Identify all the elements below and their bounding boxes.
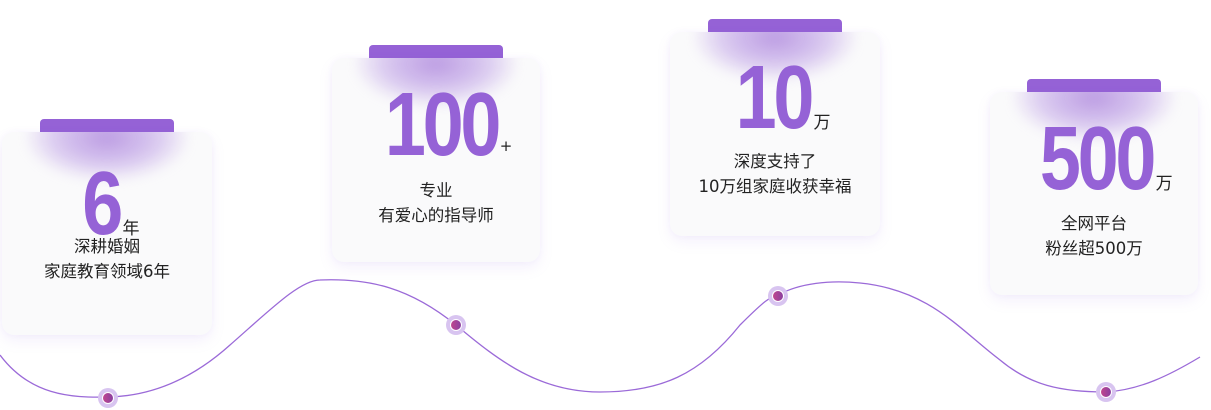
stat-unit: 年 (122, 219, 140, 239)
timeline-marker-2 (446, 315, 466, 335)
stat-description: 深耕婚姻 家庭教育领域6年 (2, 234, 212, 284)
card-tab (708, 19, 842, 34)
card-body: 100 + 专业 有爱心的指导师 (332, 58, 540, 262)
stat-value: 10 (736, 48, 815, 148)
stat-unit: 万 (1155, 174, 1173, 194)
stat-description-line: 全网平台 (1061, 214, 1127, 233)
card-body: 10 万 深度支持了 10万组家庭收获幸福 (670, 32, 880, 236)
card-body: 500 万 全网平台 粉丝超500万 (990, 92, 1198, 295)
card-tab (40, 119, 174, 134)
stat-value: 500 (1040, 109, 1157, 209)
stat-description: 全网平台 粉丝超500万 (990, 211, 1198, 261)
stat-description-line: 深耕婚姻 (74, 237, 140, 256)
stat-description-line: 粉丝超500万 (1045, 239, 1143, 258)
stat-value: 100 (384, 75, 501, 175)
stat-description: 专业 有爱心的指导师 (332, 178, 540, 228)
card-body: 6 年 深耕婚姻 家庭教育领域6年 (2, 132, 212, 335)
stat-unit: + (499, 137, 513, 155)
stat-description-line: 家庭教育领域6年 (44, 262, 170, 281)
timeline-marker-1 (98, 388, 118, 408)
stat-description-line: 专业 (419, 181, 453, 200)
timeline-marker-4 (1096, 382, 1116, 402)
stat-description-line: 深度支持了 (733, 152, 817, 171)
stat-unit: 万 (813, 113, 831, 133)
stat-description-line: 有爱心的指导师 (378, 206, 494, 225)
card-tab (1027, 79, 1161, 94)
timeline-marker-3 (768, 286, 788, 306)
stat-description-line: 10万组家庭收获幸福 (698, 177, 852, 196)
stat-description: 深度支持了 10万组家庭收获幸福 (670, 149, 880, 199)
card-tab (369, 45, 503, 60)
timeline-curve (0, 279, 1201, 398)
stat-value: 6 (82, 154, 124, 254)
